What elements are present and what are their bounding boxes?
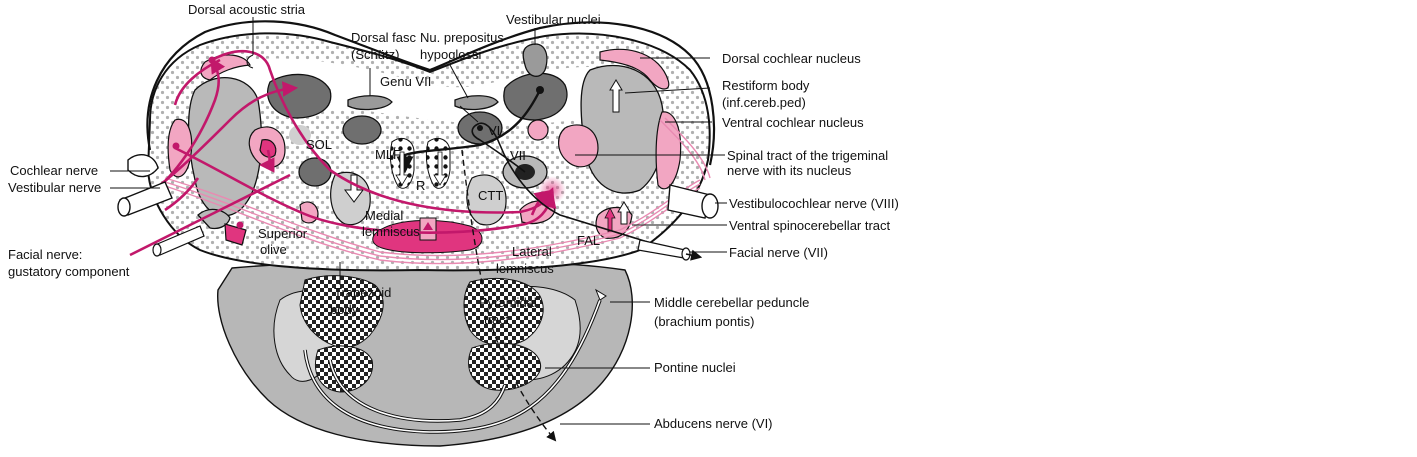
label-nu-prepositus-2: hypoglossi — [420, 47, 482, 62]
labels: Dorsal acoustic stria Dorsal fasc (Schüt… — [8, 2, 899, 431]
restiform-body-right — [580, 64, 665, 194]
label-fal: FAL — [577, 233, 600, 248]
nerve-stumps — [117, 154, 719, 261]
basilar-pons — [217, 262, 633, 447]
label-r: R — [416, 178, 425, 193]
facial-and-abducens-pathways — [395, 86, 691, 442]
spinal-trigeminal-nucleus-right — [558, 124, 599, 168]
label-spinal-tract-2: nerve with its nucleus — [727, 163, 852, 178]
label-superior-olive-1: Superior — [258, 226, 308, 241]
label-medial-lemniscus-1: Medial — [365, 208, 403, 223]
label-spinal-tract-1: Spinal tract of the trigeminal — [727, 148, 888, 163]
label-lateral-lemniscus-1: Lateral — [512, 244, 552, 259]
label-facial-gustatory-1: Facial nerve: — [8, 247, 82, 262]
label-vii: VII — [510, 148, 526, 163]
label-medial-lemniscus-2: lemniscus — [362, 224, 420, 239]
label-genu-vii: Genu VII — [380, 74, 431, 89]
label-ctt: CTT — [478, 188, 503, 203]
label-dorsal-acoustic-stria: Dorsal acoustic stria — [188, 2, 306, 17]
label-vestibular-nuclei: Vestibular nuclei — [506, 12, 601, 27]
label-dorsal-fasc-2: (Schütz) — [351, 47, 399, 62]
label-trapezoid-body-1: Trapezoid — [334, 285, 391, 300]
label-cochlear-nerve: Cochlear nerve — [10, 163, 98, 178]
label-trapezoid-body-2: body — [330, 302, 359, 317]
label-vestibulocochlear-nerve: Vestibulocochlear nerve (VIII) — [729, 196, 899, 211]
dorsal-cochlear-nucleus-right — [599, 48, 670, 90]
label-pontine-nuclei: Pontine nuclei — [654, 360, 736, 375]
auditory-pathways — [129, 50, 711, 265]
label-ventral-spinocerebellar: Ventral spinocerebellar tract — [729, 218, 891, 233]
vestibular-nuclei-left — [267, 73, 332, 119]
label-vestibular-nerve: Vestibular nerve — [8, 180, 101, 195]
facial-nerve-stump — [637, 239, 686, 259]
facial-nucleus-left — [298, 157, 332, 187]
label-middle-cerebellar-peduncle-2: (brachium pontis) — [654, 314, 754, 329]
label-restiform-body-2: (inf.cereb.ped) — [722, 95, 806, 110]
label-nu-prepositus-1: Nu. prepositus — [420, 30, 504, 45]
dorsal-fasciculus-schutz — [347, 95, 393, 111]
label-pyramidal-tract-2: tract — [484, 312, 510, 327]
label-lateral-lemniscus-2: lemniscus — [496, 261, 554, 276]
label-vi: VI — [488, 123, 500, 138]
label-facial-nerve-vii: Facial nerve (VII) — [729, 245, 828, 260]
leader-lines — [110, 17, 727, 425]
label-middle-cerebellar-peduncle-1: Middle cerebellar peduncle — [654, 295, 809, 310]
label-abducens-nerve: Abducens nerve (VI) — [654, 416, 773, 431]
label-sol: SOL — [306, 137, 332, 152]
pontine-nuclei-left — [299, 275, 384, 348]
abducens-nucleus-left — [342, 115, 382, 145]
label-dorsal-fasc-1: Dorsal fasc — [351, 30, 417, 45]
label-mlf: MLF — [375, 147, 401, 162]
label-dorsal-cochlear-nucleus: Dorsal cochlear nucleus — [722, 51, 861, 66]
vestibulocochlear-nerve-stump — [667, 184, 711, 219]
label-pyramidal-tract-1: Pyramidal — [479, 295, 537, 310]
fourth-ventricle-outline — [146, 20, 716, 166]
pontine-nuclei-right — [463, 278, 544, 346]
label-ventral-cochlear-nucleus: Ventral cochlear nucleus — [722, 115, 864, 130]
label-superior-olive-2: olive — [260, 242, 287, 257]
dorsal-acoustic-stria-path — [211, 50, 555, 214]
label-facial-gustatory-2: gustatory component — [8, 264, 130, 279]
label-restiform-body-1: Restiform body — [722, 78, 810, 93]
